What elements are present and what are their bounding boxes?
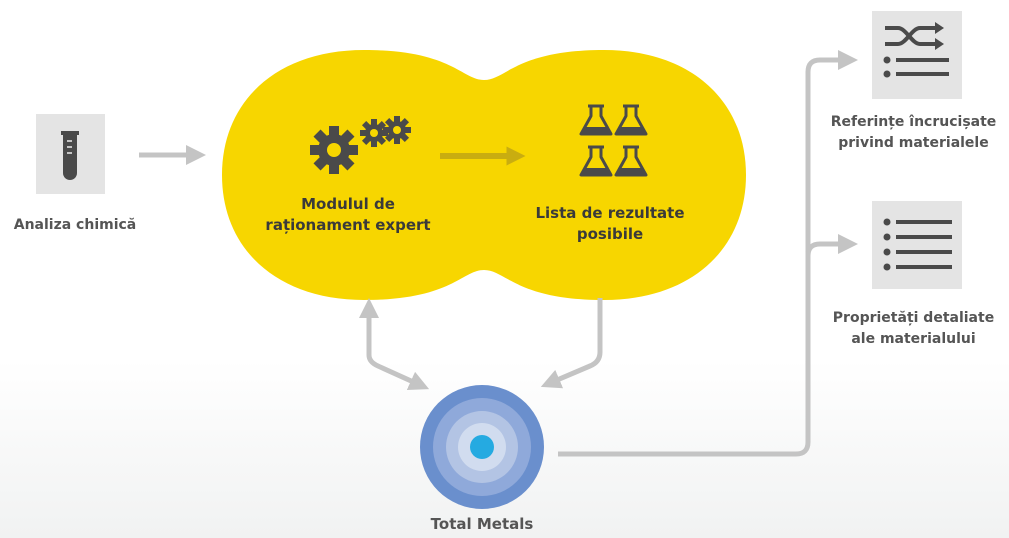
results-list-label-line1: Lista de rezultate	[535, 204, 685, 222]
results-list-label-line2: posibile	[576, 225, 644, 243]
list-icon	[872, 201, 962, 289]
arrow-results-to-database	[540, 298, 603, 389]
results-list-label: Lista de rezultate posibile	[510, 203, 710, 245]
arrow-branch-to-properties	[805, 234, 858, 257]
expert-module-label-line1: Modulul de	[301, 195, 395, 213]
flasks-icon	[579, 104, 648, 177]
cross-ref-label: Referințe încrucișate privind materialel…	[818, 112, 1009, 154]
target-icon	[420, 385, 544, 509]
expert-module-label-line2: raționament expert	[265, 216, 431, 234]
chem-analysis-label-text: Analiza chimică	[13, 217, 137, 233]
test-tube-icon	[36, 114, 105, 194]
arrow-database-to-outputs	[558, 50, 858, 457]
reasoning-blob	[222, 50, 746, 300]
database-label-text: Total Metals	[430, 515, 534, 533]
database-label: Total Metals	[392, 514, 572, 535]
cross-ref-label-line1: Referințe încrucișate	[830, 114, 997, 130]
properties-label: Proprietăți detaliate ale materialului	[818, 308, 1009, 350]
properties-label-line2: ale materialului	[851, 331, 976, 347]
properties-label-line1: Proprietăți detaliate	[832, 310, 995, 326]
chem-analysis-label: Analiza chimică	[0, 215, 150, 236]
shuffle-list-icon	[872, 11, 962, 99]
expert-module-label: Modulul de raționament expert	[248, 194, 448, 236]
cross-ref-label-line2: privind materialele	[838, 135, 989, 151]
arrow-module-database-bidirectional	[359, 298, 430, 390]
